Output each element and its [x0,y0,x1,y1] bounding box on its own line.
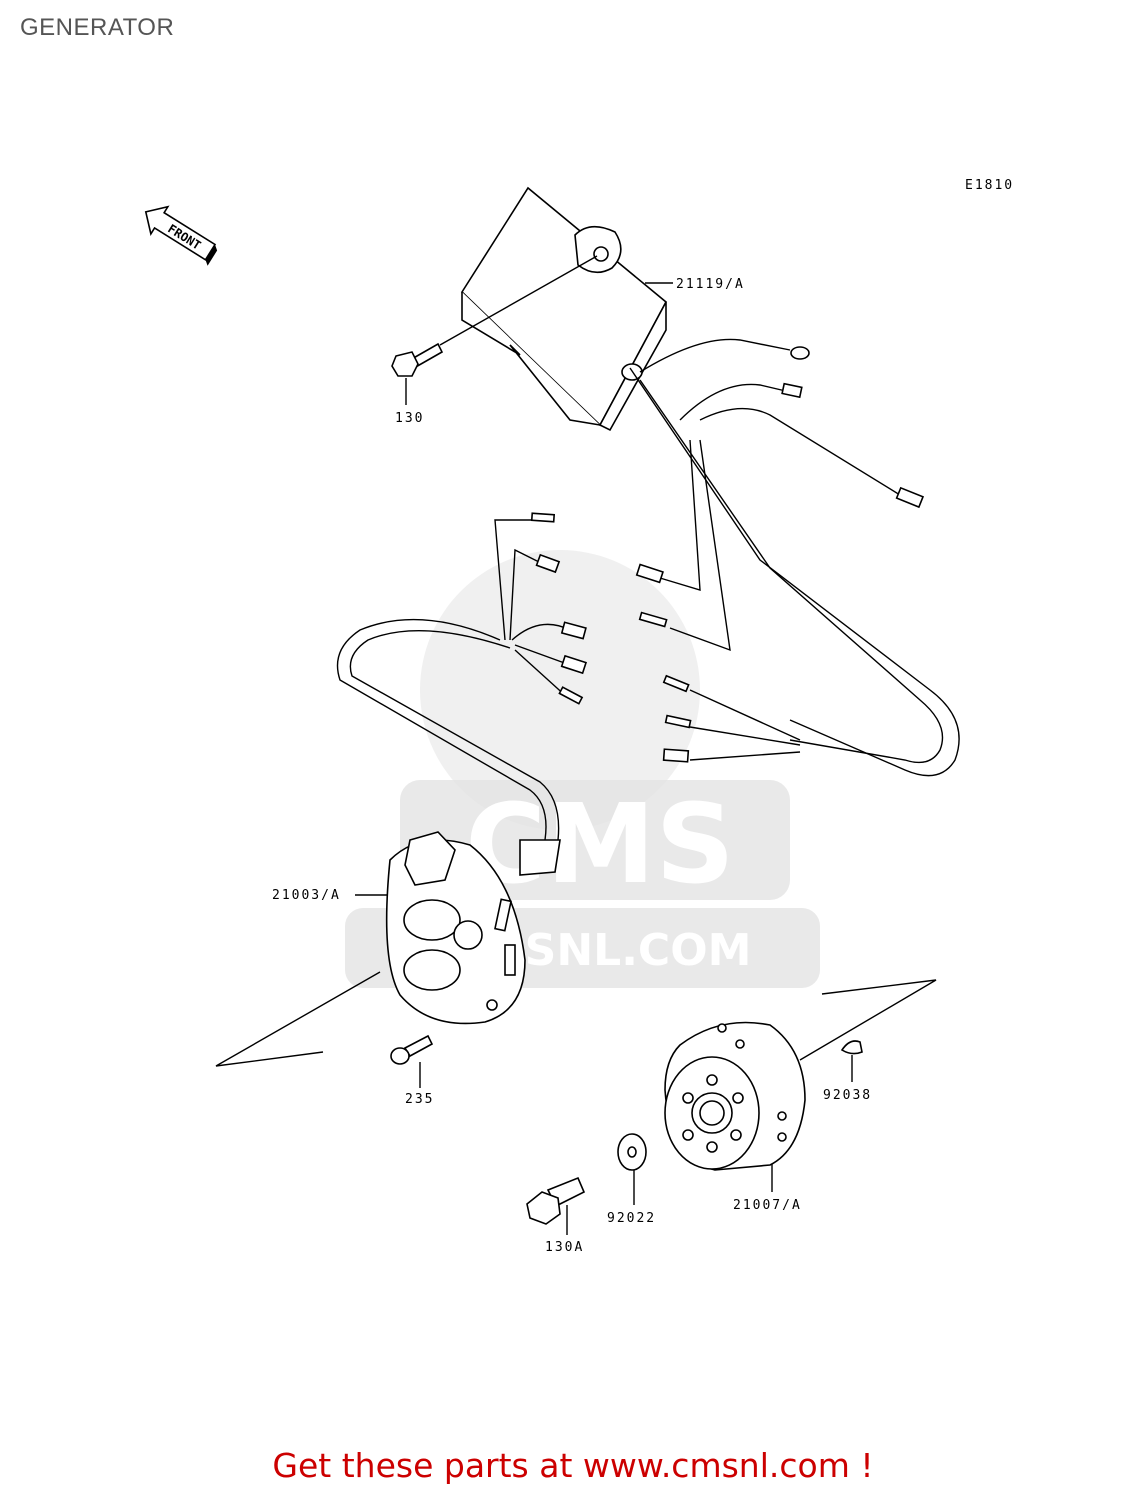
stator-lead-outer [336,618,547,841]
stator-boss [453,920,483,950]
stator-assembly-guide [215,971,381,1067]
connector-g [662,748,690,763]
stator [355,831,526,1025]
connector-b [895,486,925,509]
stator-wire-4 [514,644,571,666]
washer-92022-hole [627,1146,637,1158]
connector-d [638,611,668,628]
stator-connector-2 [535,553,561,574]
cdi-mount-hole [593,246,609,262]
front-arrow-shadow [205,244,218,266]
callout-21003: 21003/A [272,888,341,903]
stator-lead-inner [349,630,560,841]
washer-92022 [617,1133,647,1205]
wire-g [689,751,801,761]
rotor-assembly-guide [799,979,937,1061]
rotor-hole-2 [732,1092,744,1104]
watermark-logo-bg [400,780,790,900]
harness-main-outer [629,367,960,777]
rotor-hole-4 [706,1141,718,1153]
harness-main-inner [639,379,944,764]
wire-ring-terminal [639,338,791,373]
connector-e [662,674,690,693]
wire-b [699,407,901,496]
stator-wire-1 [494,519,540,641]
stator-slot-2 [504,944,516,976]
bolt-130 [391,255,598,405]
rotor-rim-hole-3 [777,1111,787,1121]
stator-slot-1 [494,898,512,932]
wiring-harness [336,338,960,876]
rotor-rim-hole-1 [717,1023,727,1033]
stator-coil-lower [403,949,461,991]
key-92038 [840,1040,863,1082]
callout-130: 130 [395,411,424,426]
rotor-hole-1 [706,1074,718,1086]
stator-wire-2 [509,548,546,641]
rotor-rim-hole-4 [777,1132,787,1142]
watermark-logo-text: CMS [465,780,734,908]
rotor-bore [699,1100,725,1126]
callout-21119: 21119/A [676,277,745,292]
screw-235-head [390,1047,410,1065]
stator-connector-3 [560,621,587,640]
cdi-unit [460,186,668,432]
callout-21007: 21007/A [733,1198,802,1213]
rotor-hole-3 [730,1129,742,1141]
wire-e [689,689,801,741]
rotor-hole-5 [682,1129,694,1141]
connector-a [781,382,803,399]
screw-235 [390,1034,434,1088]
page-title: GENERATOR [20,14,175,41]
callout-235: 235 [405,1092,434,1107]
wire-c [659,439,701,591]
cdi-unit-top [460,186,668,427]
connector-c [635,563,664,584]
rotor-flywheel [664,1021,806,1192]
rotor-hole-6 [682,1092,694,1104]
stator-wire-5 [514,649,569,699]
stator-coil-upper [403,899,461,941]
bolt-130a [526,1176,586,1235]
cdi-unit-body [461,292,601,426]
wire-a [679,383,791,421]
bolt-130a-head [526,1191,561,1225]
footer-promo-text: Get these parts at www.cmsnl.com ! [272,1446,874,1485]
stator-connector-5 [558,686,584,705]
callout-92038: 92038 [823,1088,872,1103]
stator-grommet [519,839,561,876]
key-92038-shape [840,1040,863,1055]
bolt-130-head [391,351,419,377]
diagram-code: E1810 [965,178,1014,193]
wire-d [669,439,731,652]
pickup-coil [404,831,456,886]
rotor-rim-hole-2 [735,1039,745,1049]
callout-130a: 130A [545,1240,584,1255]
connector-f [664,714,692,729]
front-arrow: FRONT [144,205,218,266]
stator-connector-4 [560,654,588,675]
callout-92022: 92022 [607,1211,656,1226]
ring-terminal [790,346,810,360]
bolt-130-leader-line [439,255,598,346]
stator-connector-1 [530,512,556,523]
stator-screw-hole [486,999,498,1011]
wire-f [689,726,801,746]
